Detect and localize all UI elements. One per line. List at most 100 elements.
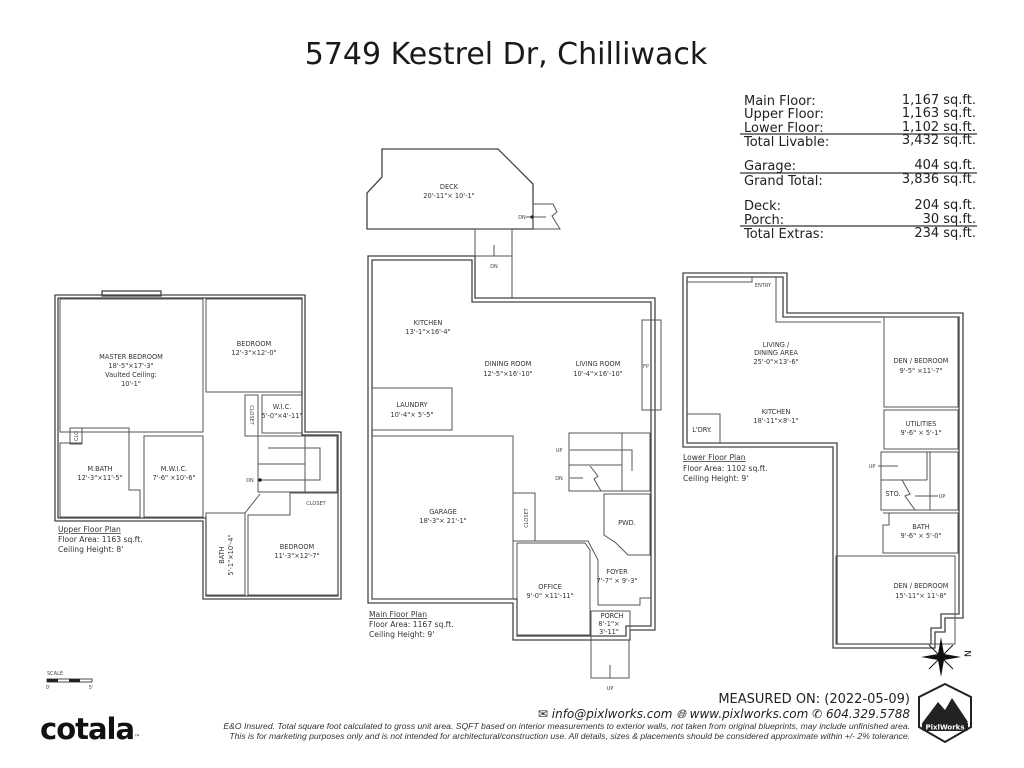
room-dimensions: 25'-0"×13'-6" — [753, 358, 798, 366]
summary-label: Total Livable: — [743, 135, 829, 150]
summary-label: Porch: — [744, 213, 784, 228]
scale-label: SCALE — [47, 671, 63, 677]
room-label: CLOSET — [306, 501, 326, 507]
summary-value: 234 sq.ft. — [914, 226, 976, 241]
lower-outer-wall — [682, 272, 964, 649]
room-dimensions: 18'-3"× 21'-1" — [419, 517, 466, 525]
summary-label: Grand Total: — [744, 174, 823, 189]
stair-label: UP — [556, 448, 563, 454]
room-dimensions: 18'-11"×8'-1" — [753, 417, 798, 425]
room-master-bath — [59, 427, 141, 518]
room-dimensions: 15'-11"× 11'-8" — [895, 592, 946, 600]
stair-label: DN — [555, 476, 563, 482]
window — [101, 290, 162, 297]
phone-number: 604.329.5788 — [826, 707, 910, 721]
room-dimensions: 5'-1"×10'-4" — [227, 535, 235, 576]
room-bedroom — [247, 492, 339, 596]
compass-north-label: N — [964, 650, 974, 657]
room-wic — [261, 394, 303, 434]
summary-label: Main Floor: — [744, 94, 816, 109]
summary-label: Garage: — [744, 159, 796, 174]
brand-name: cotala — [40, 712, 135, 746]
stair-label: DN — [246, 478, 254, 484]
room-label: FOYER — [606, 568, 628, 576]
room-label: MASTER BEDROOM — [99, 353, 163, 361]
floor-heading: Upper Floor Plan — [58, 525, 121, 534]
summary-value: 204 sq.ft. — [914, 198, 976, 213]
stair-break — [901, 479, 916, 511]
room-label: STO. — [885, 490, 900, 498]
envelope-icon: ✉ — [537, 707, 548, 721]
room-closet — [244, 394, 259, 437]
room-note: Vaulted Ceiling: — [105, 371, 157, 379]
summary-value: 3,836 sq.ft. — [902, 172, 976, 187]
room-dimensions: 11'-3"×12'-7" — [274, 552, 319, 560]
website-link[interactable]: www.pixlworks.com — [689, 707, 809, 721]
room-label: BATH — [218, 546, 226, 564]
scale-max: 5' — [89, 685, 94, 691]
stairs — [880, 451, 959, 511]
compass-icon: N — [921, 637, 974, 677]
disclaimer-line-2: This is for marketing purposes only and … — [229, 731, 910, 741]
stairs — [568, 432, 651, 492]
globe-icon: 🌐︎ — [676, 707, 686, 721]
room-dimensions: 7'-7" × 9'-3" — [597, 577, 638, 585]
room-dimensions: 12'-5"×16'-10" — [483, 370, 532, 378]
room-bedroom — [205, 298, 303, 393]
room-dimensions: 12'-3"×11'-5" — [77, 474, 122, 482]
brand-tm: ™ — [134, 734, 140, 741]
lower-floor-plan: ENTRY LIVING / DINING AREA 25'-0"×13'-6"… — [682, 272, 964, 649]
entry-wall — [687, 277, 753, 283]
room-den-bedroom — [883, 316, 959, 408]
floor-heading: Main Floor Plan — [369, 610, 427, 619]
disclaimer-line-1: E&O Insured. Total square foot calculate… — [223, 721, 910, 731]
room-den-bedroom — [835, 555, 956, 645]
summary-label: Total Extras: — [743, 227, 824, 242]
room-dimensions: 9'-0" ×11'-11" — [526, 592, 573, 600]
stair-node — [258, 478, 262, 482]
scale-min: 0' — [46, 685, 51, 691]
brand-logo: cotala™ — [40, 712, 140, 746]
summary-label: Upper Floor: — [744, 107, 824, 122]
room-dimensions: 8'-1"× — [598, 620, 619, 628]
room-dimensions: 18'-5"×17'-3" — [108, 362, 153, 370]
room-label: L'DRY. — [692, 426, 712, 434]
room-bath — [205, 512, 246, 596]
floor-area: Floor Area: 1163 sq.ft. — [58, 535, 143, 544]
summary-value: 1,163 sq.ft. — [902, 106, 976, 121]
ceiling-height: Ceiling Height: 9' — [683, 474, 748, 483]
deck-outline — [366, 148, 534, 230]
room-label: DEN / BEDROOM — [893, 582, 948, 590]
summary-value: 3,432 sq.ft. — [902, 133, 976, 148]
summary-value: 30 sq.ft. — [923, 212, 976, 227]
room-laundry — [371, 387, 453, 431]
room-label: KITCHEN — [414, 319, 443, 327]
room-note: 10'-1" — [121, 380, 141, 388]
room-label: BEDROOM — [237, 340, 272, 348]
phone-icon: ✆ — [812, 707, 823, 721]
stair-label: DN — [518, 215, 526, 221]
room-dimensions: 9'-6" × 5'-1" — [901, 429, 942, 437]
room-label: CLO — [74, 431, 80, 441]
floor-area: Floor Area: 1167 sq.ft. — [369, 620, 454, 629]
room-dimensions: 13'-1"×16'-4" — [405, 328, 450, 336]
fireplace — [641, 319, 662, 411]
floor-heading: Lower Floor Plan — [683, 453, 746, 462]
stair-label: UP — [869, 464, 876, 470]
room-label: PORCH — [601, 612, 624, 620]
room-powder — [603, 493, 651, 556]
ceiling-height: Ceiling Height: 8' — [58, 545, 123, 554]
lower-outer-wall-inner — [686, 276, 960, 645]
room-dimensions: 7'-6" ×10'-6" — [152, 474, 195, 482]
room-dimensions: 3'-11" — [599, 628, 619, 636]
entry-label: ENTRY — [755, 283, 772, 289]
badge-text: PixlWorks — [926, 724, 965, 732]
summary-value: 404 sq.ft. — [914, 158, 976, 173]
stair-node — [530, 215, 534, 219]
room-label: W.I.C. — [273, 403, 292, 411]
stair-label: DN — [490, 264, 498, 270]
room-label: DINING AREA — [754, 349, 798, 357]
room-label: CLOSET — [248, 405, 254, 425]
room-laundry — [687, 413, 721, 443]
email-link[interactable]: info@pixlworks.com — [551, 707, 673, 721]
